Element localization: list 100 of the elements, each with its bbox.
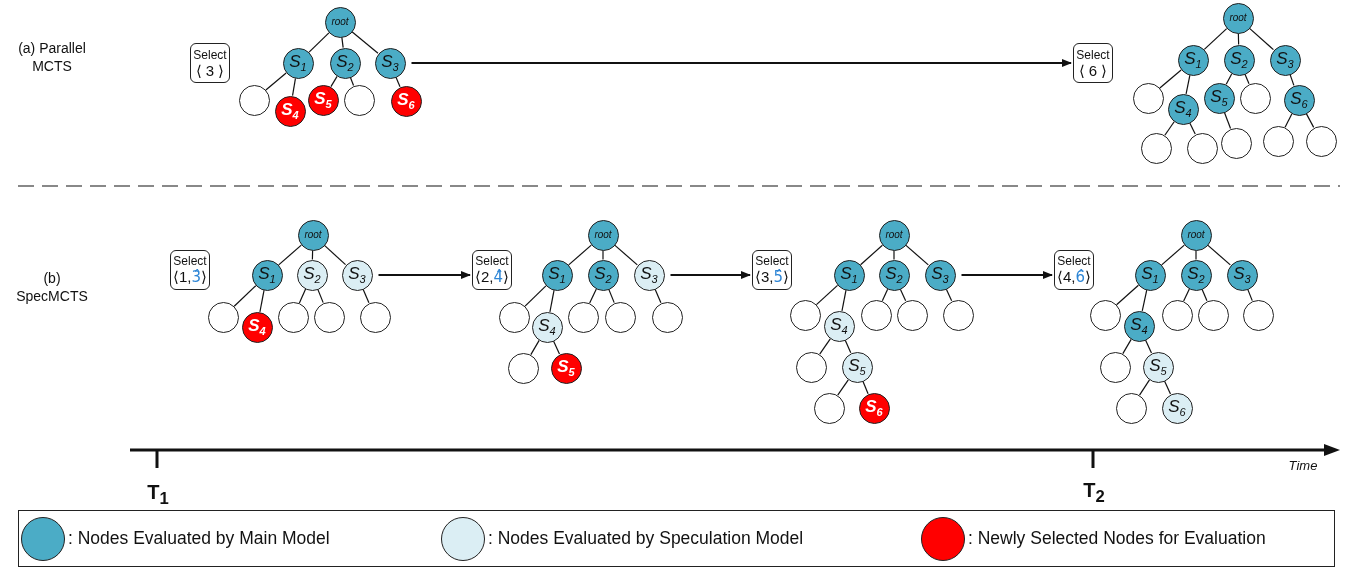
- tree-edge: [1185, 74, 1191, 95]
- empty-tree-node: [207, 301, 239, 333]
- tree-edge: [899, 288, 907, 302]
- node-label: S$_{3}$: [381, 52, 399, 74]
- selection-indices: ⟨2,4̂⟩: [474, 269, 510, 285]
- main-model-node: [251, 259, 283, 291]
- tree-edge: [841, 289, 847, 312]
- selected-node: [307, 84, 339, 116]
- empty-tree-node: [1262, 125, 1294, 157]
- tree-edge: [1163, 380, 1172, 395]
- main-model-node: [1283, 84, 1315, 116]
- tree-edge: [1203, 27, 1228, 50]
- tree-edge: [1207, 244, 1231, 266]
- select-label: Select: [755, 255, 789, 267]
- node-label: S$_{3}$: [931, 264, 949, 286]
- tree-edge: [549, 289, 555, 313]
- node-label: S$_{5}$: [848, 356, 866, 378]
- tree-edge: [602, 249, 604, 261]
- tree-edge: [1164, 121, 1175, 136]
- empty-tree-node: [343, 84, 375, 116]
- node-label: root: [594, 230, 612, 240]
- selected-node: [550, 352, 582, 384]
- main-model-node: [1223, 44, 1255, 76]
- tree-edge: [1141, 289, 1148, 312]
- tree-edge: [614, 244, 638, 266]
- node-label: S$_{4}$: [1174, 98, 1192, 120]
- node-label: S$_{6}$: [1290, 89, 1308, 111]
- selected-node: [390, 85, 422, 117]
- tree-edge: [1122, 338, 1132, 355]
- node-label: S$_{3}$: [1233, 264, 1251, 286]
- tree-edge: [905, 244, 929, 266]
- speculation-model-node: [341, 259, 373, 291]
- tree-edge: [278, 244, 302, 266]
- node-label: S$_{1}$: [258, 264, 276, 286]
- empty-tree-node: [942, 299, 974, 331]
- axis-label: Time: [1287, 458, 1319, 475]
- empty-tree-node: [313, 301, 345, 333]
- tree-edge: [233, 285, 257, 307]
- selected-node: [274, 95, 306, 127]
- select-box: [472, 250, 512, 290]
- tree-edge: [349, 76, 355, 87]
- tree-edge: [530, 339, 540, 356]
- tree-edge: [1144, 339, 1153, 354]
- empty-tree-node: [1115, 392, 1147, 424]
- node-label: S$_{6}$: [1168, 397, 1186, 419]
- tree-edge: [837, 379, 849, 396]
- main-model-node: [833, 259, 865, 291]
- tree-edge: [1161, 244, 1185, 266]
- tree-edge: [1159, 69, 1182, 89]
- tree-edge: [1195, 249, 1197, 261]
- speculation-model-node: [823, 310, 855, 342]
- tree-edge: [568, 244, 592, 266]
- node-label: root: [1187, 230, 1205, 240]
- empty-tree-node: [1242, 299, 1274, 331]
- tick-label: T$_{2}$: [1082, 478, 1106, 508]
- main-model-node: [329, 47, 361, 79]
- main-model-node: [1203, 82, 1235, 114]
- tree-edge: [395, 76, 401, 88]
- main-model-node: [1226, 259, 1258, 291]
- tree-edge: [1248, 27, 1275, 51]
- tree-edge: [362, 288, 370, 304]
- node-label: S$_{6}$: [865, 397, 883, 419]
- tree-edge: [1225, 73, 1233, 85]
- main-model-node: [1134, 259, 1166, 291]
- arrow: [410, 59, 1072, 67]
- node-label: S$_{1}$: [548, 264, 566, 286]
- empty-tree-node: [507, 352, 539, 384]
- selection-indices: ⟨4,6̂⟩: [1056, 269, 1092, 285]
- tree-edge: [881, 288, 889, 302]
- selection-indices: ⟨1,3̂⟩: [172, 269, 208, 285]
- empty-tree-node: [359, 301, 391, 333]
- main-model-node: [587, 259, 619, 291]
- tree-edge: [862, 380, 869, 395]
- node-label: S$_{1}$: [840, 264, 858, 286]
- node-label: S$_{5}$: [1210, 87, 1228, 109]
- empty-tree-node: [1186, 132, 1218, 164]
- tree-edge: [351, 31, 379, 54]
- selected-node: [241, 311, 273, 343]
- select-box: [190, 43, 230, 83]
- panel-label: (b) SpecMCTS: [15, 270, 89, 305]
- node-label: S$_{5}$: [557, 357, 575, 379]
- tree-edge: [1247, 288, 1253, 302]
- selection-indices: ⟨3,5̂⟩: [754, 269, 790, 285]
- tree-edge: [1116, 284, 1139, 306]
- tree-edge: [815, 284, 839, 306]
- empty-tree-node: [860, 299, 892, 331]
- node-label: S$_{1}$: [1141, 264, 1159, 286]
- select-label: Select: [1076, 48, 1110, 61]
- node-label: S$_{5}$: [314, 89, 332, 111]
- empty-tree-node: [1099, 351, 1131, 383]
- tree-edge: [1223, 111, 1232, 130]
- node-label: S$_{3}$: [640, 264, 658, 286]
- main-model-node: [541, 259, 573, 291]
- empty-tree-node: [567, 301, 599, 333]
- select-box: [1054, 250, 1094, 290]
- tree-edge: [1305, 113, 1315, 128]
- node-label: S$_{1}$: [289, 52, 307, 74]
- select-label: Select: [193, 48, 227, 61]
- tree-edge: [860, 244, 883, 266]
- node-label: S$_{5}$: [1149, 356, 1167, 378]
